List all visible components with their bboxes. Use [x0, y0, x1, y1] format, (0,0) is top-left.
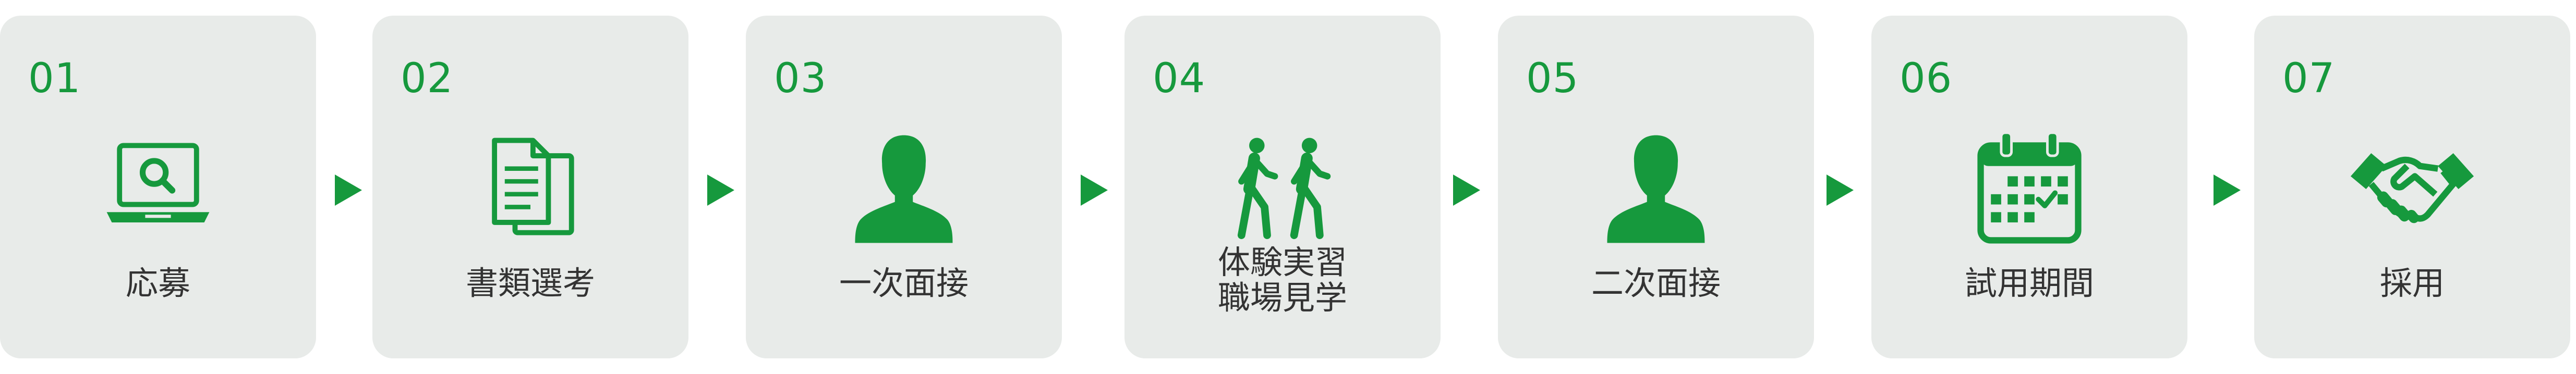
step-label: 体験実習 職場見学 — [1124, 243, 1441, 317]
step-card-07: 07 採用 — [2254, 16, 2570, 358]
step-label: 試用期間 — [1964, 264, 2094, 302]
arrow-right-icon — [1827, 174, 1854, 206]
step-label: 二次面接 — [1591, 264, 1721, 302]
step-label: 応募 — [125, 264, 190, 302]
step-label: 採用 — [2379, 264, 2445, 302]
arrow-right-icon — [2214, 174, 2241, 206]
walking-people-icon — [1218, 125, 1347, 253]
person-icon — [840, 125, 968, 253]
step-number: 01 — [28, 55, 81, 102]
person-icon — [1592, 125, 1720, 253]
step-label: 書類選考 — [465, 264, 595, 302]
step-card-01: 01 応募 — [0, 16, 316, 358]
step-card-06: 06 試用期間 — [1871, 16, 2187, 358]
arrow-right-icon — [1081, 174, 1108, 206]
handshake-icon — [2348, 125, 2476, 253]
step-number: 03 — [774, 55, 827, 102]
step-card-02: 02 書類選考 — [372, 16, 688, 358]
step-label: 一次面接 — [839, 264, 969, 302]
calendar-icon — [1965, 125, 2094, 253]
arrow-right-icon — [707, 174, 734, 206]
laptop-search-icon — [94, 125, 222, 253]
step-label-line: 職場見学 — [1217, 279, 1347, 317]
step-number: 02 — [401, 55, 454, 102]
documents-icon — [466, 125, 595, 253]
step-card-04: 04 体験実習 職場見学 — [1124, 16, 1441, 358]
step-label-line: 体験実習 — [1217, 243, 1347, 281]
step-number: 04 — [1153, 55, 1206, 102]
step-number: 06 — [1900, 55, 1953, 102]
step-card-03: 03 一次面接 — [746, 16, 1062, 358]
arrow-right-icon — [1453, 174, 1480, 206]
step-card-05: 05 二次面接 — [1498, 16, 1814, 358]
step-number: 07 — [2282, 55, 2336, 102]
step-number: 05 — [1526, 55, 1579, 102]
arrow-right-icon — [335, 174, 362, 206]
